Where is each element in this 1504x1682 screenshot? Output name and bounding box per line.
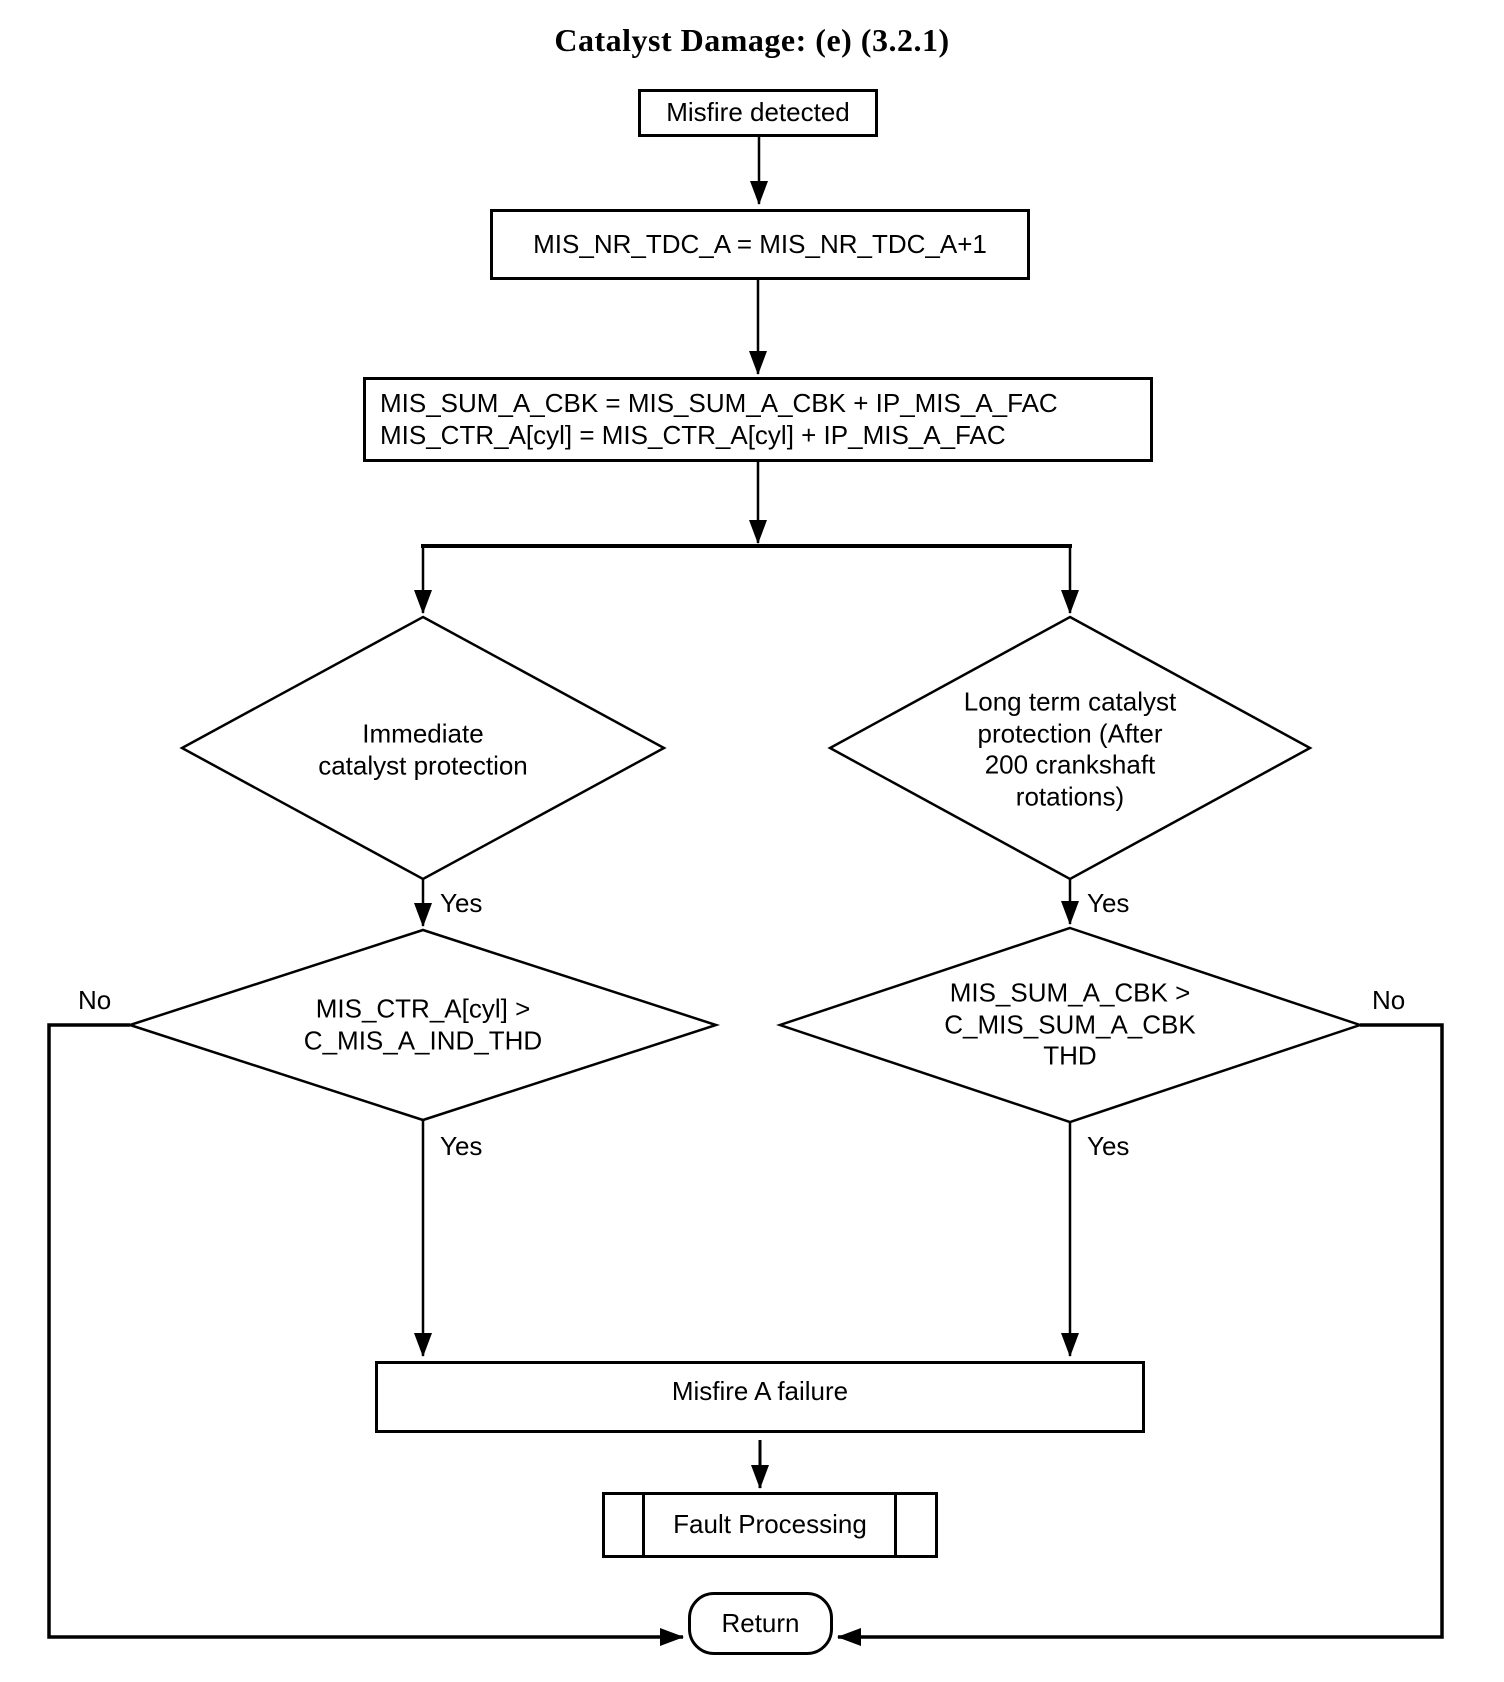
edge-label-yes-immediate: Yes: [440, 888, 483, 918]
accumulate-line-1: MIS_SUM_A_CBK = MIS_SUM_A_CBK + IP_MIS_A…: [380, 388, 1058, 419]
edge-label-no-left: No: [78, 985, 112, 1015]
edge-label-yes-ctr: Yes: [440, 1131, 483, 1161]
no-path-left-to-return: [47, 1023, 684, 1646]
no-path-right-to-return: [837, 1023, 1444, 1646]
page-title: Catalyst Damage: (e) (3.2.1): [554, 22, 950, 58]
fault-processing-label: Fault Processing: [673, 1509, 867, 1540]
predefined-process-right-bar: [894, 1495, 897, 1555]
label-longterm-catalyst-protection: Long term catalyst protection (After 200…: [963, 686, 1177, 812]
label-immediate-catalyst-protection: Immediate catalyst protection: [318, 718, 528, 780]
node-accumulate-counters: MIS_SUM_A_CBK = MIS_SUM_A_CBK + IP_MIS_A…: [363, 377, 1153, 462]
node-increment-counter: MIS_NR_TDC_A = MIS_NR_TDC_A+1: [490, 209, 1030, 280]
edge-label-no-right: No: [1372, 985, 1406, 1015]
node-misfire-a-failure: Misfire A failure: [375, 1361, 1145, 1433]
node-return: Return: [688, 1592, 833, 1655]
accumulate-line-2: MIS_CTR_A[cyl] = MIS_CTR_A[cyl] + IP_MIS…: [380, 419, 1006, 450]
predefined-process-left-bar: [642, 1495, 645, 1555]
node-misfire-detected: Misfire detected: [638, 89, 878, 137]
node-fault-processing: Fault Processing: [602, 1492, 938, 1558]
label-mis-ctr-threshold: MIS_CTR_A[cyl] > C_MIS_A_IND_THD: [303, 993, 543, 1055]
label-mis-sum-threshold: MIS_SUM_A_CBK > C_MIS_SUM_A_CBK THD: [944, 977, 1196, 1071]
edge-label-yes-sum: Yes: [1087, 1131, 1130, 1161]
edge-label-yes-longterm: Yes: [1087, 888, 1130, 918]
